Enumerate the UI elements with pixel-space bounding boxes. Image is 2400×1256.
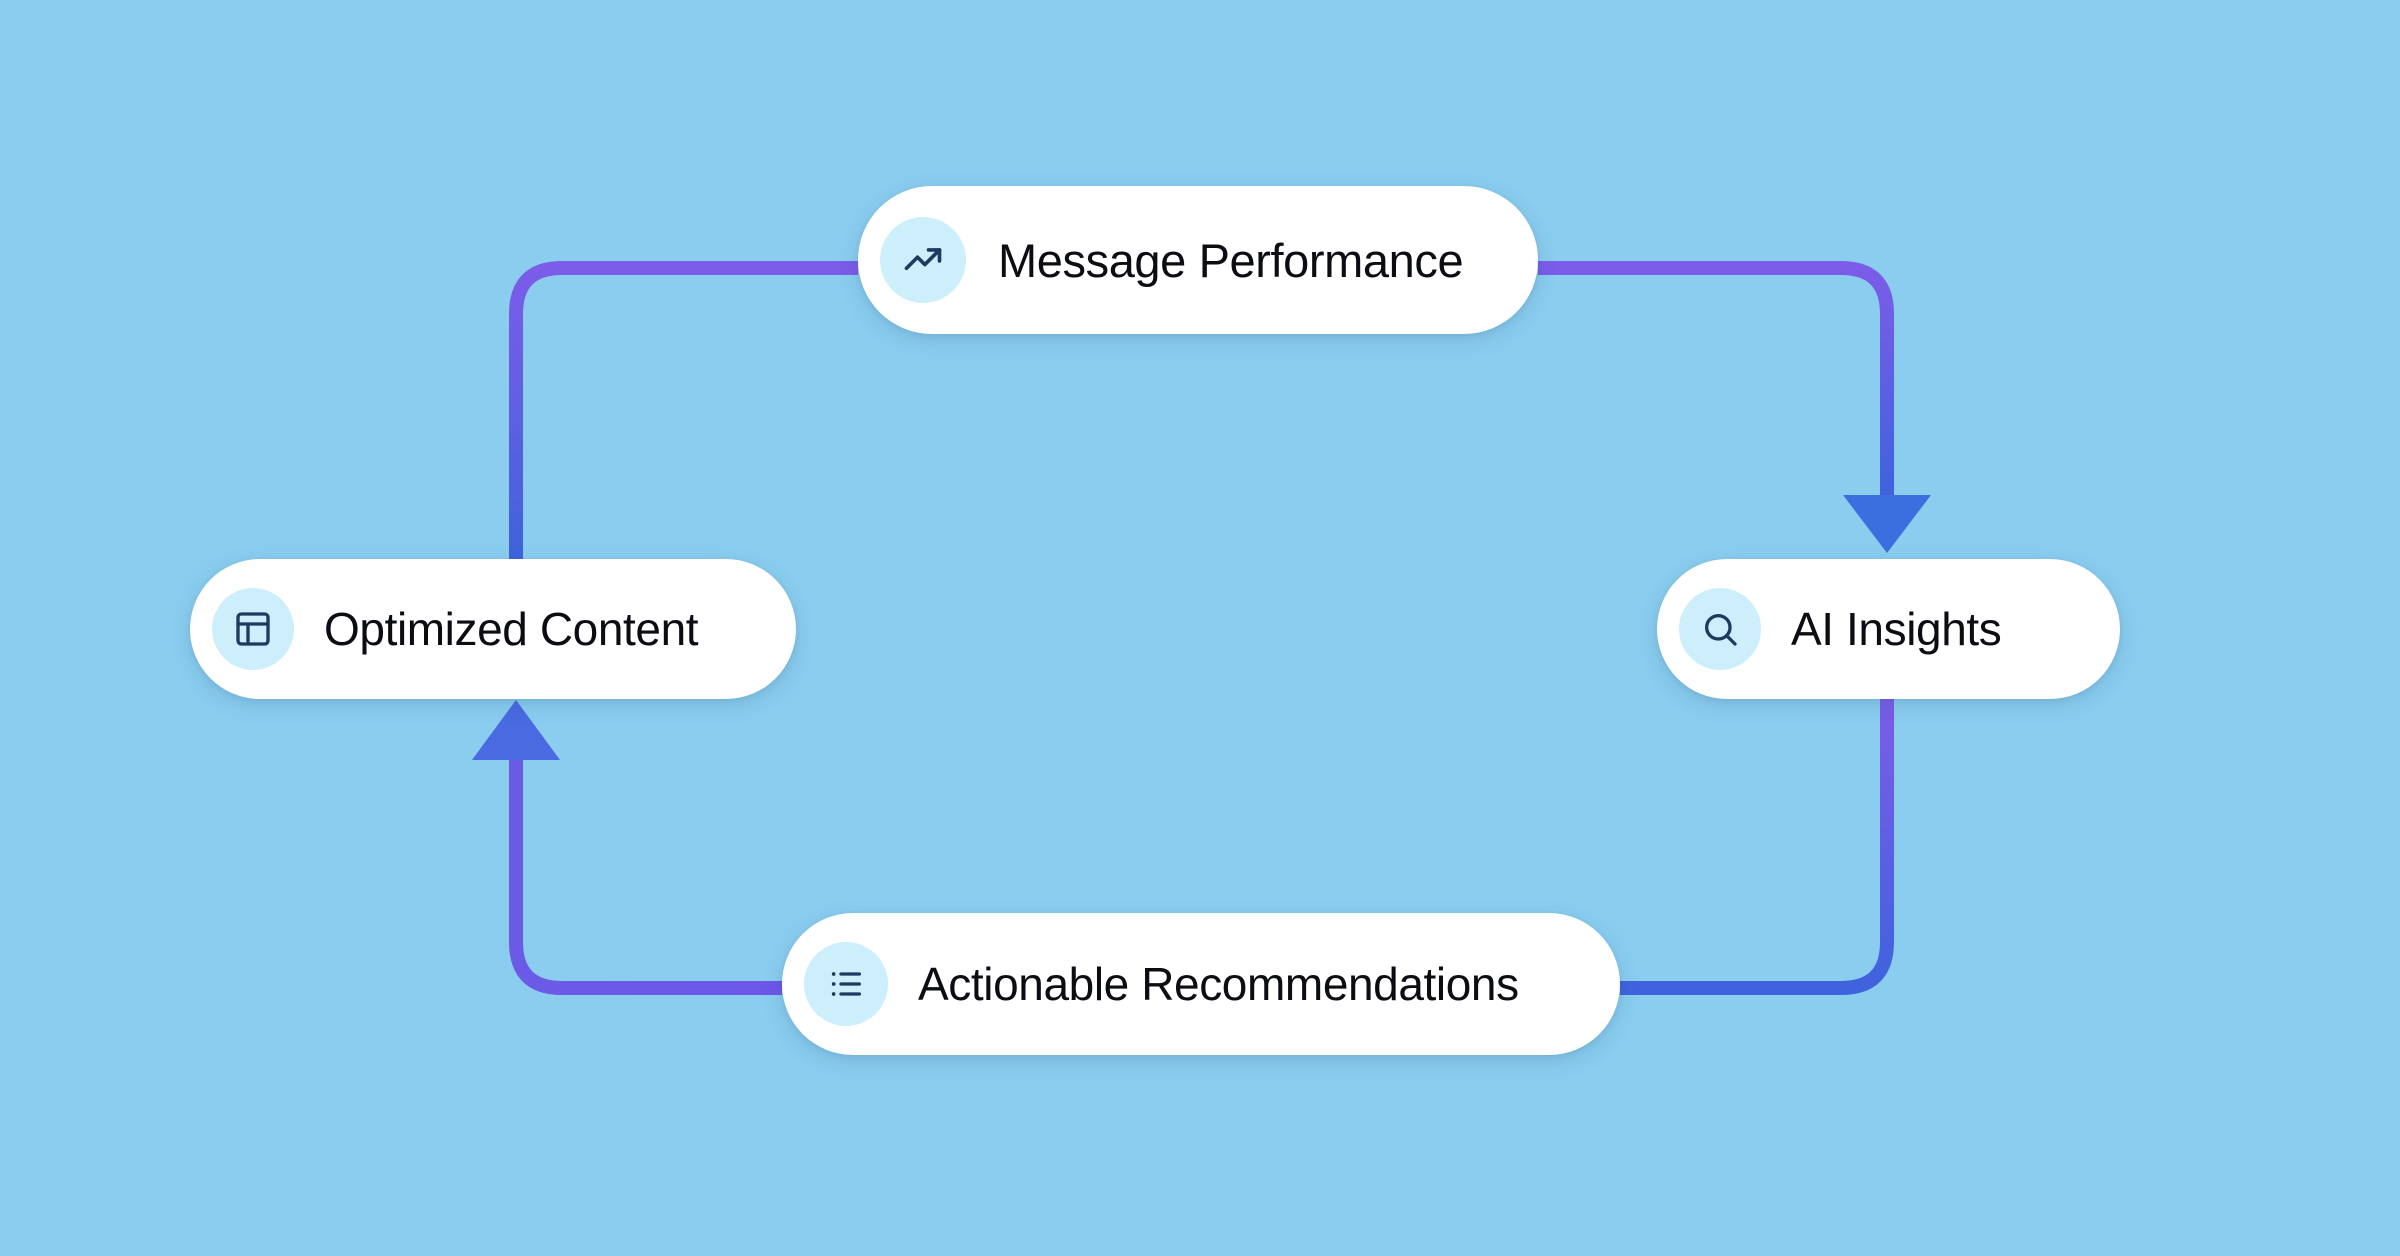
layout-panel-icon [212,588,294,670]
search-icon [1679,588,1761,670]
node-label-actionable-recommendations: Actionable Recommendations [918,958,1519,1010]
node-message-performance[interactable]: Message Performance [858,186,1538,334]
node-actionable-recommendations[interactable]: Actionable Recommendations [782,913,1620,1055]
node-label-optimized-content: Optimized Content [324,603,699,655]
arrow-head-up-icon [472,700,560,760]
connector-performance-to-insights [1538,261,1894,495]
trending-up-icon [880,217,966,303]
list-icon [804,942,888,1026]
arrow-head-down-icon [1843,495,1931,553]
connector-optimized-to-performance [509,261,858,559]
node-optimized-content[interactable]: Optimized Content [190,559,796,699]
connector-recommendations-to-optimized [509,760,782,995]
connector-insights-to-recommendations [1620,699,1894,995]
node-label-ai-insights: AI Insights [1791,603,2002,655]
node-ai-insights[interactable]: AI Insights [1657,559,2120,699]
node-label-message-performance: Message Performance [998,233,1464,287]
